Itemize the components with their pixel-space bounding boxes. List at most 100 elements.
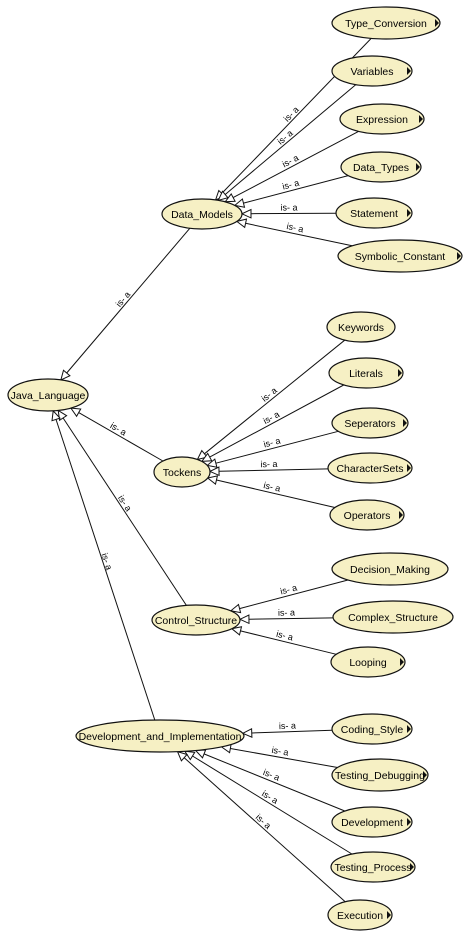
edge-label: is- a — [262, 767, 282, 783]
node-ellipse — [331, 758, 429, 792]
node-testing-debugging[interactable]: Testing_Debugging — [331, 758, 429, 792]
expand-arrow-icon[interactable] — [410, 863, 414, 871]
expand-arrow-icon[interactable] — [419, 115, 423, 123]
expand-arrow-icon[interactable] — [399, 511, 403, 519]
edge-label: is- a — [286, 221, 305, 234]
edge-label: is- a — [99, 552, 114, 571]
node-statement[interactable]: Statement — [335, 197, 413, 229]
edge-label: is- a — [281, 178, 300, 192]
edge-line — [251, 729, 333, 734]
expand-arrow-icon[interactable] — [423, 771, 427, 779]
node-label: Statement — [350, 208, 398, 220]
node-ellipse — [153, 456, 211, 488]
node-variables[interactable]: Variables — [331, 55, 413, 87]
edge-label: is- a — [262, 436, 281, 450]
node-ellipse — [331, 713, 413, 745]
node-dev-impl[interactable]: Development_and_Implementation — [75, 719, 245, 753]
node-label: Keywords — [338, 322, 384, 334]
expand-arrow-icon[interactable] — [407, 725, 411, 733]
edge-looping-to-control_structure: is- a — [230, 626, 337, 655]
edge-label: is- a — [275, 629, 294, 643]
node-label: Literals — [349, 368, 383, 380]
expand-arrow-icon[interactable] — [400, 658, 404, 666]
node-label: Testing_Debugging — [335, 770, 425, 782]
node-label: Looping — [349, 657, 387, 669]
node-looping[interactable]: Looping — [330, 646, 406, 678]
node-label: Coding_Style — [341, 724, 404, 736]
expand-arrow-icon[interactable] — [407, 464, 411, 472]
expand-arrow-icon[interactable] — [407, 818, 411, 826]
edge-development-to-dev_impl: is- a — [194, 749, 345, 812]
node-symbolic-constant[interactable]: Symbolic_Constant — [337, 239, 463, 273]
node-seperators[interactable]: Seperators — [331, 407, 409, 439]
node-ellipse — [151, 604, 241, 636]
node-ellipse — [75, 719, 245, 753]
expand-arrow-icon[interactable] — [403, 419, 407, 427]
edge-line — [78, 412, 164, 462]
edge-execution-to-dev_impl: is- a — [176, 750, 346, 903]
edge-expression-to-data_models: is- a — [224, 130, 359, 203]
node-execution[interactable]: Execution — [327, 899, 393, 931]
arrowhead-icon — [233, 198, 246, 208]
node-tockens[interactable]: Tockens — [153, 456, 211, 488]
node-data-types[interactable]: Data_Types — [340, 151, 422, 183]
arrowhead-icon — [51, 409, 61, 422]
edge-coding_style-to-dev_impl: is- a — [241, 721, 333, 738]
edge-operators-to-tockens: is- a — [206, 475, 336, 508]
node-complex-structure[interactable]: Complex_Structure — [332, 600, 454, 634]
arrowhead-icon — [229, 603, 242, 614]
node-control-structure[interactable]: Control_Structure — [151, 604, 241, 636]
arrowhead-icon — [176, 750, 188, 762]
node-type-conversion[interactable]: Type_Conversion — [331, 6, 441, 40]
node-coding-style[interactable]: Coding_Style — [331, 713, 413, 745]
node-label: Symbolic_Constant — [355, 251, 446, 263]
node-label: Variables — [351, 66, 394, 78]
node-expression[interactable]: Expression — [339, 103, 425, 135]
node-keywords[interactable]: Keywords — [326, 311, 396, 343]
edge-label: is- a — [271, 745, 290, 758]
node-operators[interactable]: Operators — [329, 499, 405, 531]
expand-arrow-icon[interactable] — [398, 369, 402, 377]
edge-label: is- a — [278, 607, 295, 617]
edge-label: is- a — [279, 583, 298, 597]
edge-line — [209, 384, 344, 458]
node-ellipse — [337, 239, 463, 273]
node-data-models[interactable]: Data_Models — [161, 198, 243, 230]
edge-decision_making-to-control_structure: is- a — [229, 579, 349, 614]
node-label: Development_and_Implementation — [79, 731, 242, 743]
expand-arrow-icon[interactable] — [387, 911, 391, 919]
node-ellipse — [331, 55, 413, 87]
edge-line — [230, 748, 338, 768]
node-label: Data_Models — [171, 209, 233, 221]
expand-arrow-icon[interactable] — [435, 19, 439, 27]
node-label: Tockens — [163, 467, 202, 479]
node-literals[interactable]: Literals — [328, 357, 404, 389]
edge-line — [239, 579, 349, 610]
node-testing-process[interactable]: Testing_Process — [330, 851, 416, 883]
node-charactersets[interactable]: CharacterSets — [327, 452, 413, 484]
node-label: Decision_Making — [350, 564, 430, 576]
edge-line — [203, 753, 345, 812]
edge-label: is- a — [114, 289, 133, 308]
node-decision-making[interactable]: Decision_Making — [331, 552, 449, 586]
node-label: Type_Conversion — [345, 18, 427, 30]
expand-arrow-icon[interactable] — [407, 67, 411, 75]
node-development[interactable]: Development — [331, 806, 413, 838]
expand-arrow-icon[interactable] — [416, 163, 420, 171]
edge-seperators-to-tockens: is- a — [206, 430, 339, 468]
edge-line — [245, 222, 353, 247]
expand-arrow-icon[interactable] — [457, 252, 461, 260]
arrowhead-icon — [60, 369, 71, 381]
edge-label: is- a — [282, 104, 301, 123]
arrowhead-icon — [240, 208, 252, 219]
edge-label: is- a — [275, 128, 294, 147]
node-ellipse — [335, 197, 413, 229]
edge-data_types-to-data_models: is- a — [233, 175, 349, 208]
node-ellipse — [330, 646, 406, 678]
edge-tockens-to-java: is- a — [69, 407, 164, 462]
node-label: Execution — [337, 910, 383, 922]
arrowhead-icon — [69, 407, 82, 418]
node-java[interactable]: Java_Language — [7, 378, 89, 412]
edge-line — [218, 468, 329, 472]
expand-arrow-icon[interactable] — [407, 209, 411, 217]
